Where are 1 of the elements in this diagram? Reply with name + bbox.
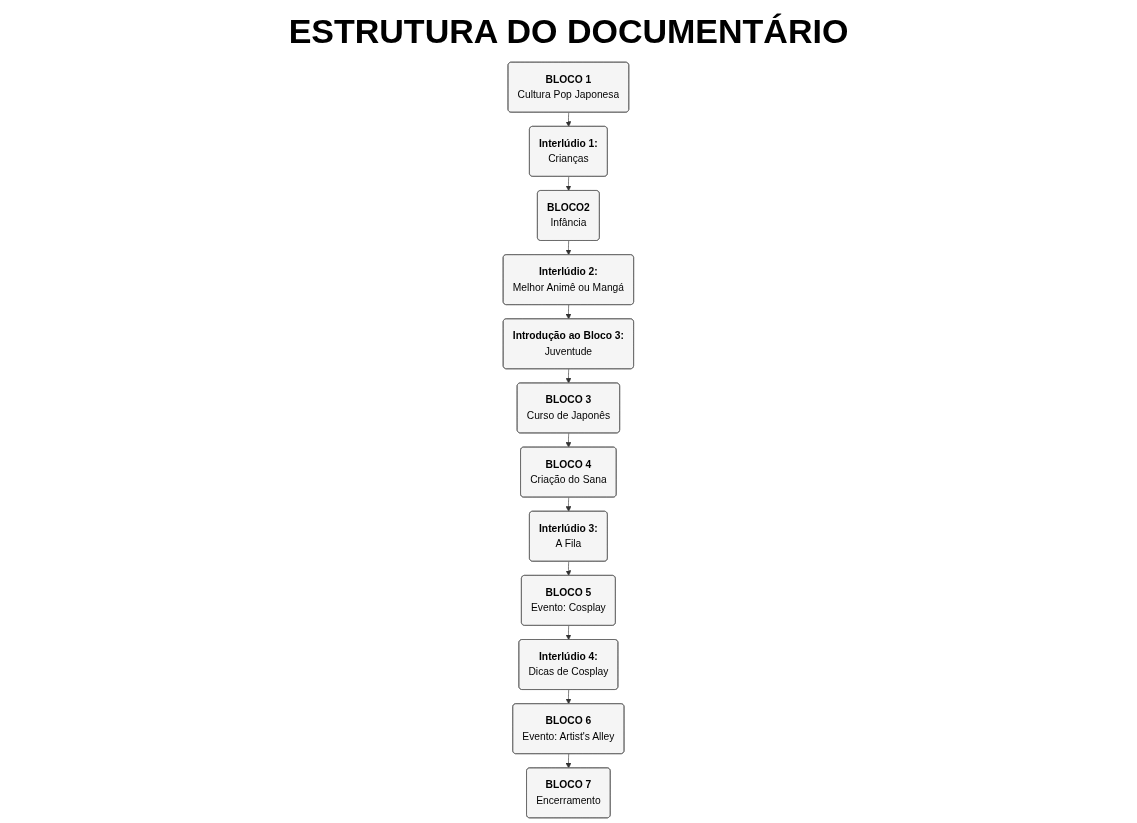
diagram-title: ESTRUTURA DO DOCUMENTÁRIO (288, 12, 849, 51)
